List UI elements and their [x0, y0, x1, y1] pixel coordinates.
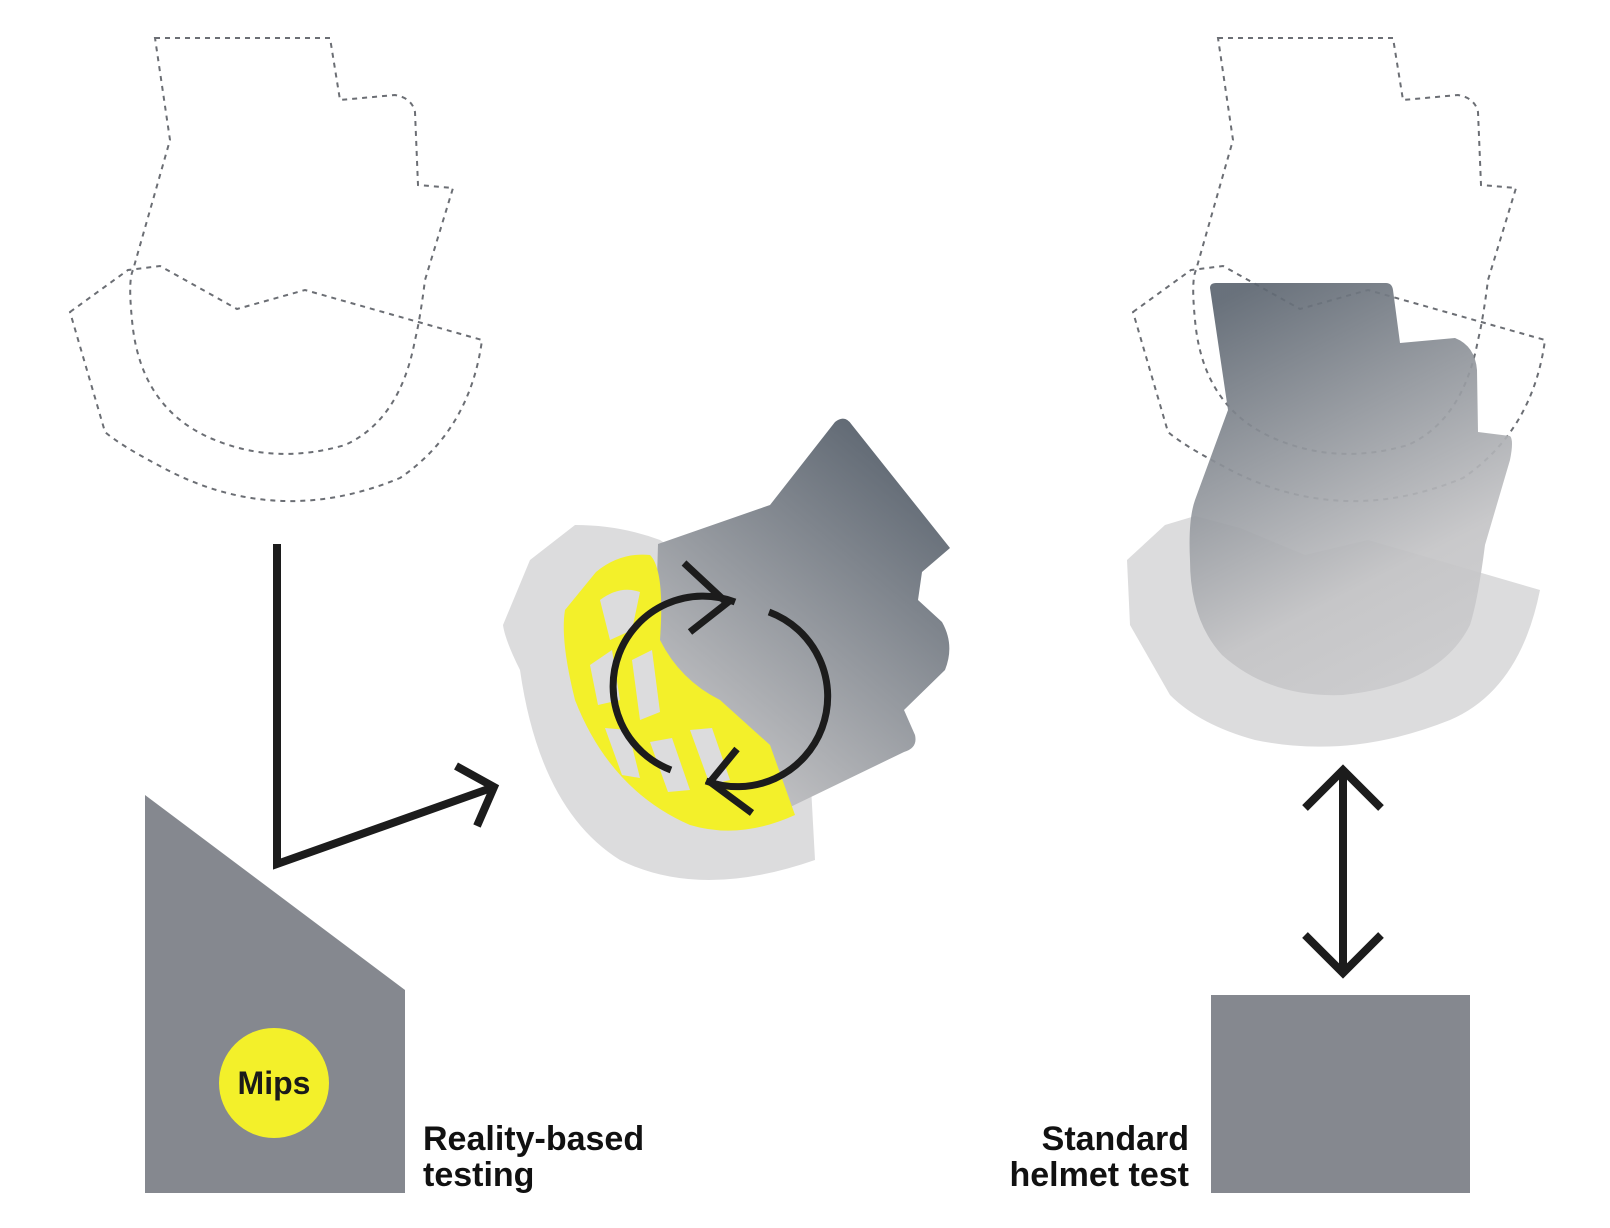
right-label-line1: Standard [1042, 1120, 1189, 1158]
mips-badge-circle [219, 1028, 329, 1138]
rotation-arc-bottom [704, 608, 832, 791]
liner-vent [632, 650, 660, 720]
liner-vents [590, 589, 730, 792]
liner-vent [600, 589, 640, 640]
arrow-head [454, 762, 500, 828]
standard-helmet-head-group [1127, 283, 1540, 747]
double-arrow-head-top [1302, 764, 1384, 811]
ghost-helmet-outline [68, 264, 484, 503]
left-label-line2: testing [423, 1156, 534, 1194]
liner-vent [605, 728, 640, 778]
impact-helmet-head-group [503, 418, 950, 880]
liner-vent [650, 738, 690, 792]
circular-arrows-icon [609, 560, 832, 816]
ghost-head-outline [129, 37, 455, 455]
mips-badge-text: Mips [238, 1065, 311, 1101]
rotation-arrowhead-bottom [704, 746, 755, 816]
l-shaped-arrow-icon [273, 544, 500, 870]
right-label-line2: helmet test [1010, 1156, 1190, 1194]
flat-anvil [1211, 995, 1470, 1193]
arrow-shaft [273, 544, 496, 870]
rotation-arc-top [609, 592, 737, 774]
ghost-head-helmet-outline [68, 37, 484, 503]
double-headed-arrow-icon [1302, 764, 1384, 979]
angled-anvil [145, 795, 405, 1193]
rotation-arrowhead-top [681, 560, 733, 635]
mips-badge: Mips [219, 1028, 329, 1138]
left-label-line1: Reality-based [423, 1120, 644, 1158]
double-arrow-head-bottom [1302, 932, 1384, 979]
head-silhouette-right [1189, 283, 1512, 696]
